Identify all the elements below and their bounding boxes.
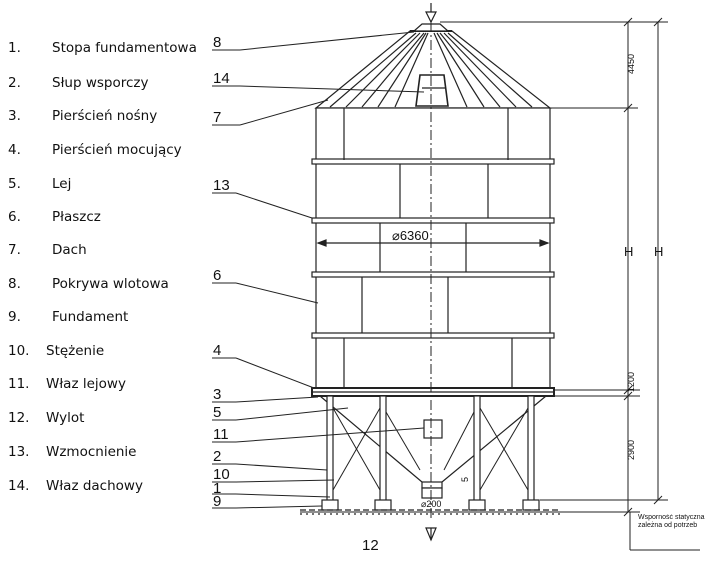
callout-8: 8 (213, 34, 221, 51)
legend-item-name: Pokrywa wlotowa (52, 276, 169, 292)
callout-11: 11 (213, 426, 229, 443)
callout-6: 6 (213, 267, 221, 284)
bracing (332, 407, 529, 491)
legend-item-number: 3. (8, 108, 21, 124)
legend-item-name: Fundament (52, 309, 129, 325)
dimension-labels: ⌀6360 H H 4450 1200 2900 ⌀200 5 (392, 54, 663, 509)
callout-2: 2 (213, 448, 221, 465)
parts-legend: 1. Stopa fundamentowa 2. Słup wsporczy 3. Pie… (0, 0, 210, 520)
shell (311, 107, 555, 391)
legend-item-name: Stopa fundamentowa (52, 40, 197, 56)
legend-item-number: 2. (8, 75, 21, 91)
legend-item-name: Pierścień nośny (52, 108, 158, 124)
roof (314, 23, 552, 109)
callout-5: 5 (213, 404, 221, 421)
top-axis-arrow (425, 3, 437, 24)
legend-item-name: Lej (52, 176, 72, 192)
bottom-axis-arrow (425, 527, 437, 542)
legend-item-number: 12. (8, 410, 30, 426)
callout-14: 14 (213, 70, 230, 87)
legend-item-name: Wzmocnienie (46, 444, 137, 460)
callout-leaders (212, 31, 425, 509)
callout-9: 9 (213, 493, 221, 510)
ring-dimension-label: 1200 (626, 372, 636, 392)
small-dimension-label: 5 (460, 477, 470, 482)
callout-1: 1 (213, 480, 221, 497)
roof-dimension-label: 4450 (626, 54, 636, 74)
legend-item-number: 11. (8, 376, 30, 392)
diameter-label: ⌀6360 (392, 228, 429, 243)
legend-item-name: Stężenie (46, 343, 105, 359)
legend-item-name: Właz dachowy (46, 478, 143, 494)
legend-item-name: Pierścień mocujący (52, 142, 182, 158)
legend-item-number: 1. (8, 40, 21, 56)
legend-item-number: 5. (8, 176, 21, 192)
static-note: Wsporność statyczna zależna od potrzeb (638, 514, 705, 529)
legend-item-number: 14. (8, 478, 30, 494)
legend-item-number: 8. (8, 276, 21, 292)
legend-item-number: 4. (8, 142, 21, 158)
hopper (319, 395, 547, 489)
height-outer-label: H (654, 244, 663, 259)
dimension-lines (300, 17, 700, 551)
callout-7: 7 (213, 109, 221, 126)
legend-item-name: Słup wsporczy (52, 75, 149, 91)
legend-item-name: Właz lejowy (46, 376, 126, 392)
legend-item-name: Płaszcz (52, 209, 101, 225)
height-inner-label: H (624, 244, 633, 259)
hopper-dimension-label: 2900 (626, 440, 636, 460)
legend-item-number: 7. (8, 242, 21, 258)
foundation (300, 487, 560, 515)
carrying-ring (311, 387, 555, 397)
legend-item-number: 6. (8, 209, 21, 225)
legend-item-number: 10. (8, 343, 30, 359)
legend-item-number: 9. (8, 309, 21, 325)
callout-4: 4 (213, 342, 221, 359)
legend-item-name: Dach (52, 242, 87, 258)
callout-13: 13 (213, 177, 230, 194)
callout-labels: 8 14 7 13 6 4 3 5 11 2 10 1 9 12 (213, 34, 379, 554)
callout-3: 3 (213, 386, 221, 403)
callout-10: 10 (213, 466, 230, 483)
outlet-dimension-label: ⌀200 (421, 499, 441, 509)
callout-12: 12 (362, 537, 379, 554)
legend-item-name: Wylot (46, 410, 85, 426)
legend-item-number: 13. (8, 444, 30, 460)
